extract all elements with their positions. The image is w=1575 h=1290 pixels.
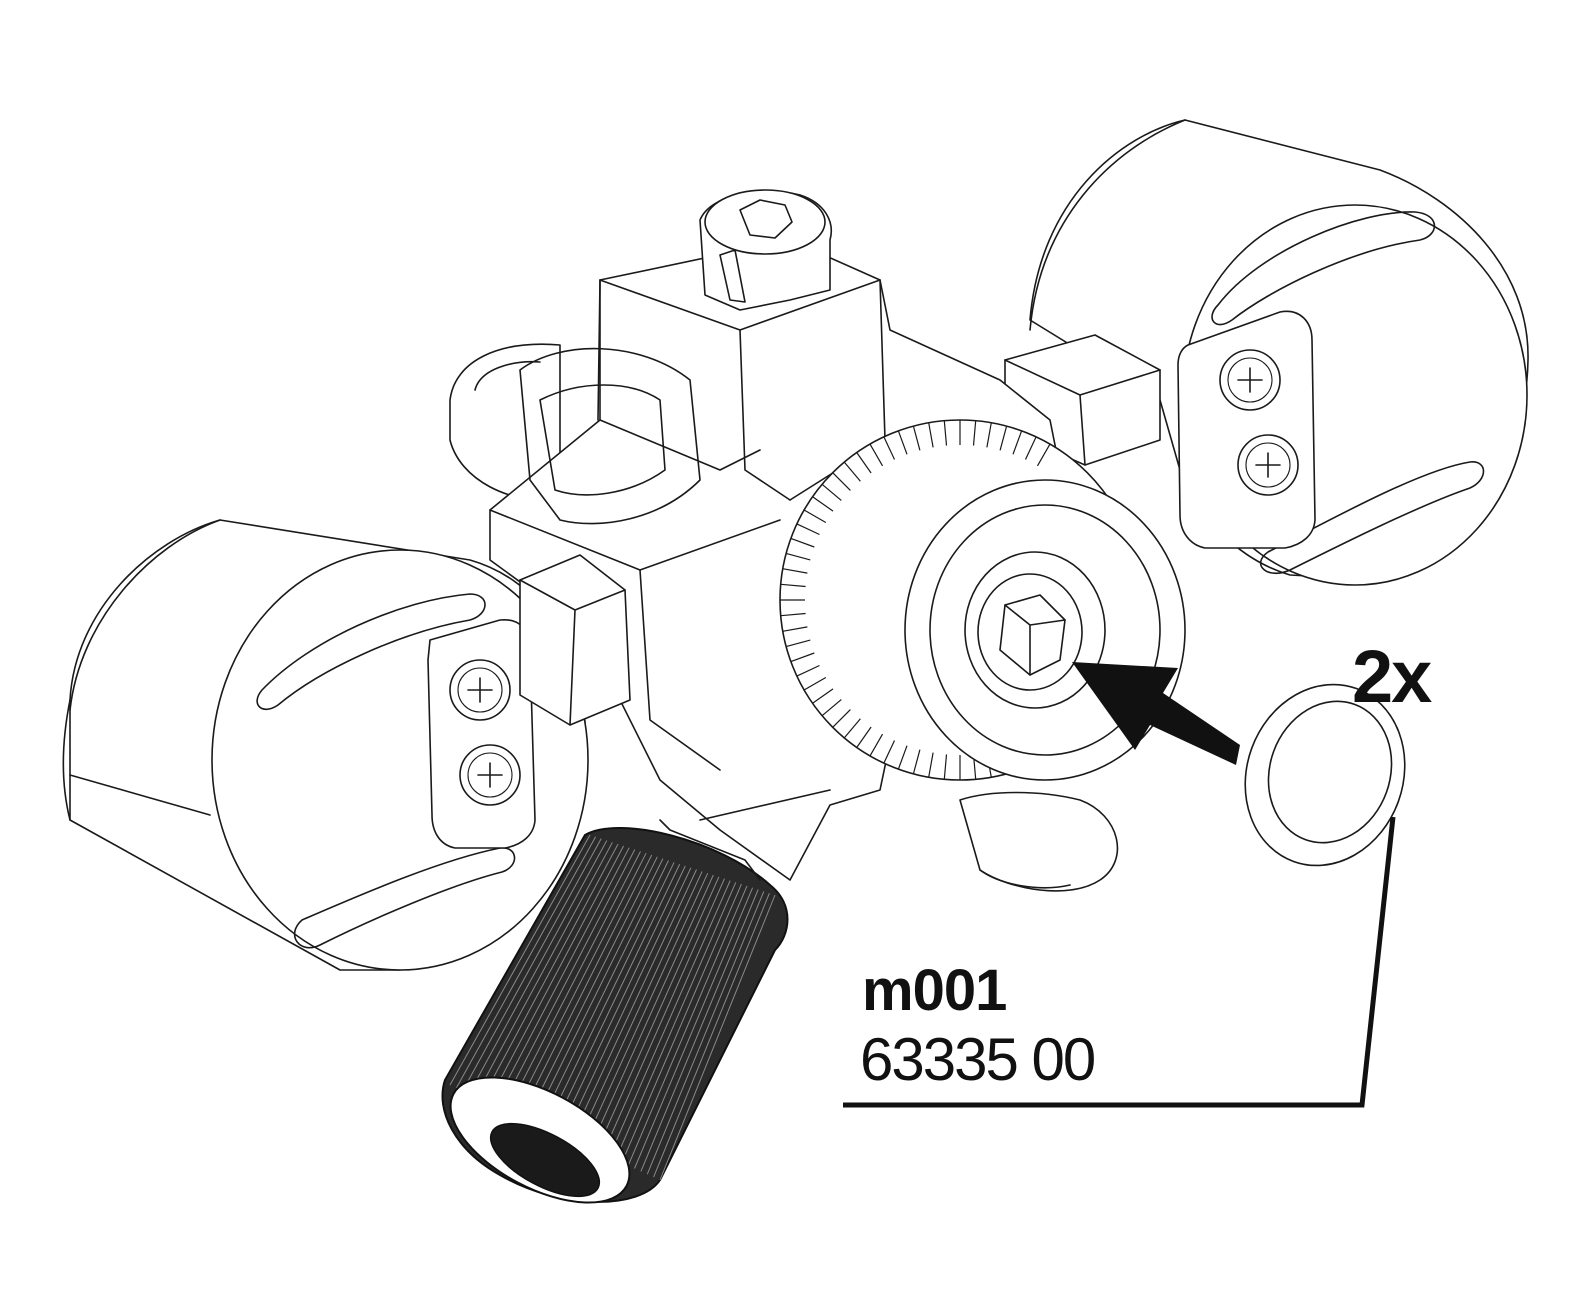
part-number-label: 63335 00 bbox=[860, 1026, 1096, 1093]
top-hex-fitting bbox=[699, 189, 832, 311]
right-adjustment-knob bbox=[1004, 119, 1529, 586]
bottom-knurled-knob bbox=[441, 819, 789, 1204]
screw-icon bbox=[459, 744, 521, 806]
pointer-arrow bbox=[1072, 662, 1240, 765]
quantity-label: 2x bbox=[1352, 635, 1432, 718]
screw-icon bbox=[1219, 349, 1281, 411]
callout-leader-line bbox=[843, 816, 1396, 1108]
part-code-label: m001 bbox=[862, 958, 1007, 1023]
front-knurled-nut bbox=[779, 419, 1186, 781]
screw-icon bbox=[449, 659, 511, 721]
left-adjustment-knob bbox=[62, 519, 631, 971]
screw-icon bbox=[1237, 434, 1299, 496]
spare-ring-part bbox=[1244, 683, 1406, 867]
